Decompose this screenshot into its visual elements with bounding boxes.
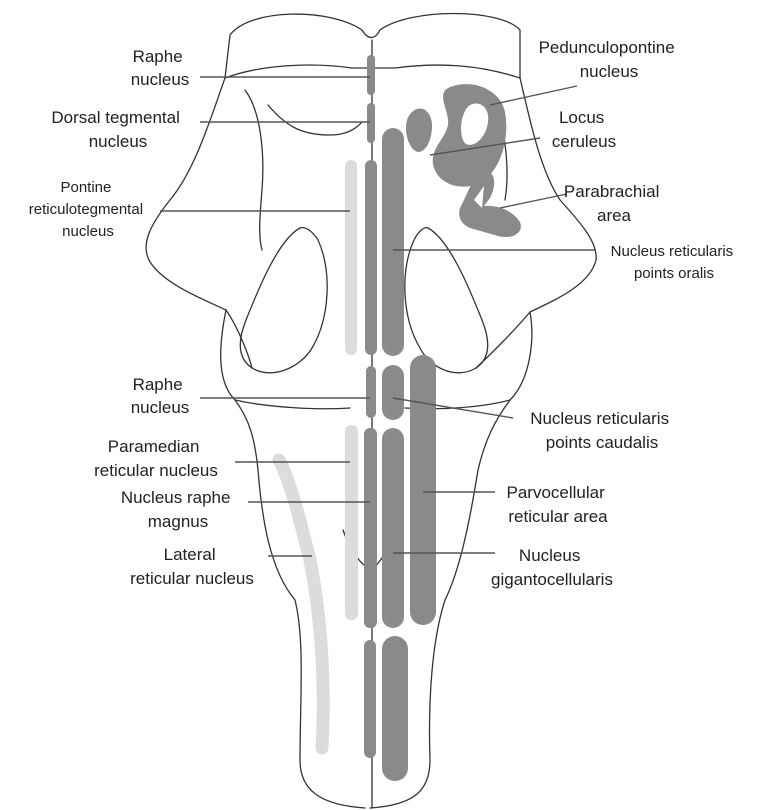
- leader-parabrachial: [499, 193, 568, 209]
- label-locus-ceruleus: Locus ceruleus: [552, 108, 616, 151]
- inner-contour-left: [244, 89, 264, 251]
- label-dorsal-tegmental: Dorsal tegmental nucleus: [51, 108, 184, 151]
- label-parvocellular: Parvocellular reticular area: [507, 483, 610, 526]
- nucleus-reticularis-pontis-caudalis-shape: [382, 365, 404, 420]
- label-raphe-magnus: Nucleus raphe magnus: [121, 488, 235, 531]
- raphe-nucleus-top-shape: [367, 55, 375, 95]
- right-peduncle-lobe-outer: [475, 311, 531, 369]
- leader-reticularis-caudalis: [392, 397, 514, 419]
- parabrachial-area-inner: [474, 186, 484, 208]
- brainstem-left-edge: [145, 77, 366, 809]
- nucleus-gigantocellularis-shape: [382, 428, 404, 628]
- leader-pedunculopontine: [489, 85, 578, 106]
- right-peduncle-lobe: [404, 226, 489, 374]
- locus-ceruleus-shape: [406, 108, 432, 152]
- label-paramedian: Paramedian reticular nucleus: [94, 437, 218, 480]
- pontine-reticulotegmental-nucleus-shape: [345, 160, 357, 355]
- nucleus-raphe-magnus-shape: [364, 428, 377, 628]
- brainstem-right-edge: [369, 77, 597, 809]
- label-gigantocellularis: Nucleus gigantocellularis: [491, 546, 613, 589]
- left-peduncle-lobe: [239, 226, 328, 374]
- raphe-nucleus-lower-shape: [366, 366, 376, 418]
- raphe-caudal-column-shape: [364, 640, 376, 758]
- label-reticularis-oralis: Nucleus reticularis points oralis: [611, 243, 738, 282]
- midbrain-cap: [224, 12, 521, 79]
- label-lateral-reticular: Lateral reticular nucleus: [130, 545, 254, 588]
- label-raphe-lower: Raphe nucleus: [131, 375, 190, 417]
- label-raphe-top: Raphe nucleus: [131, 47, 190, 89]
- leader-locus-ceruleus: [429, 137, 541, 156]
- inner-contour-top-left: [267, 104, 363, 136]
- parvocellular-reticular-area-shape: [410, 355, 436, 625]
- label-pontine-reticulotegmental: Pontine reticulotegmental nucleus: [29, 179, 147, 240]
- left-peduncle-lobe-outer: [225, 309, 253, 369]
- label-parabrachial: Parabrachial area: [564, 182, 664, 225]
- right-labels: Pedunculopontine nucleus Locus ceruleus …: [491, 38, 738, 589]
- pons-lower-contour: [234, 399, 351, 410]
- pedunculopontine-highlight: [461, 103, 489, 145]
- nuclei: [272, 55, 521, 781]
- lateral-reticular-nucleus-shape: [272, 453, 330, 755]
- parabrachial-area-shape: [459, 169, 521, 238]
- dorsal-tegmental-nucleus-shape: [367, 103, 375, 143]
- leader-lines: [160, 76, 595, 557]
- paramedian-reticular-nucleus-shape: [345, 425, 358, 620]
- label-reticularis-caudalis: Nucleus reticularis points caudalis: [530, 409, 674, 452]
- left-labels: Raphe nucleus Dorsal tegmental nucleus P…: [29, 47, 254, 588]
- caudal-reticular-column-shape: [382, 636, 408, 781]
- nucleus-reticularis-pontis-oralis-shape: [382, 128, 404, 356]
- label-pedunculopontine: Pedunculopontine nucleus: [539, 38, 680, 81]
- raphe-pontine-column-shape: [365, 160, 377, 355]
